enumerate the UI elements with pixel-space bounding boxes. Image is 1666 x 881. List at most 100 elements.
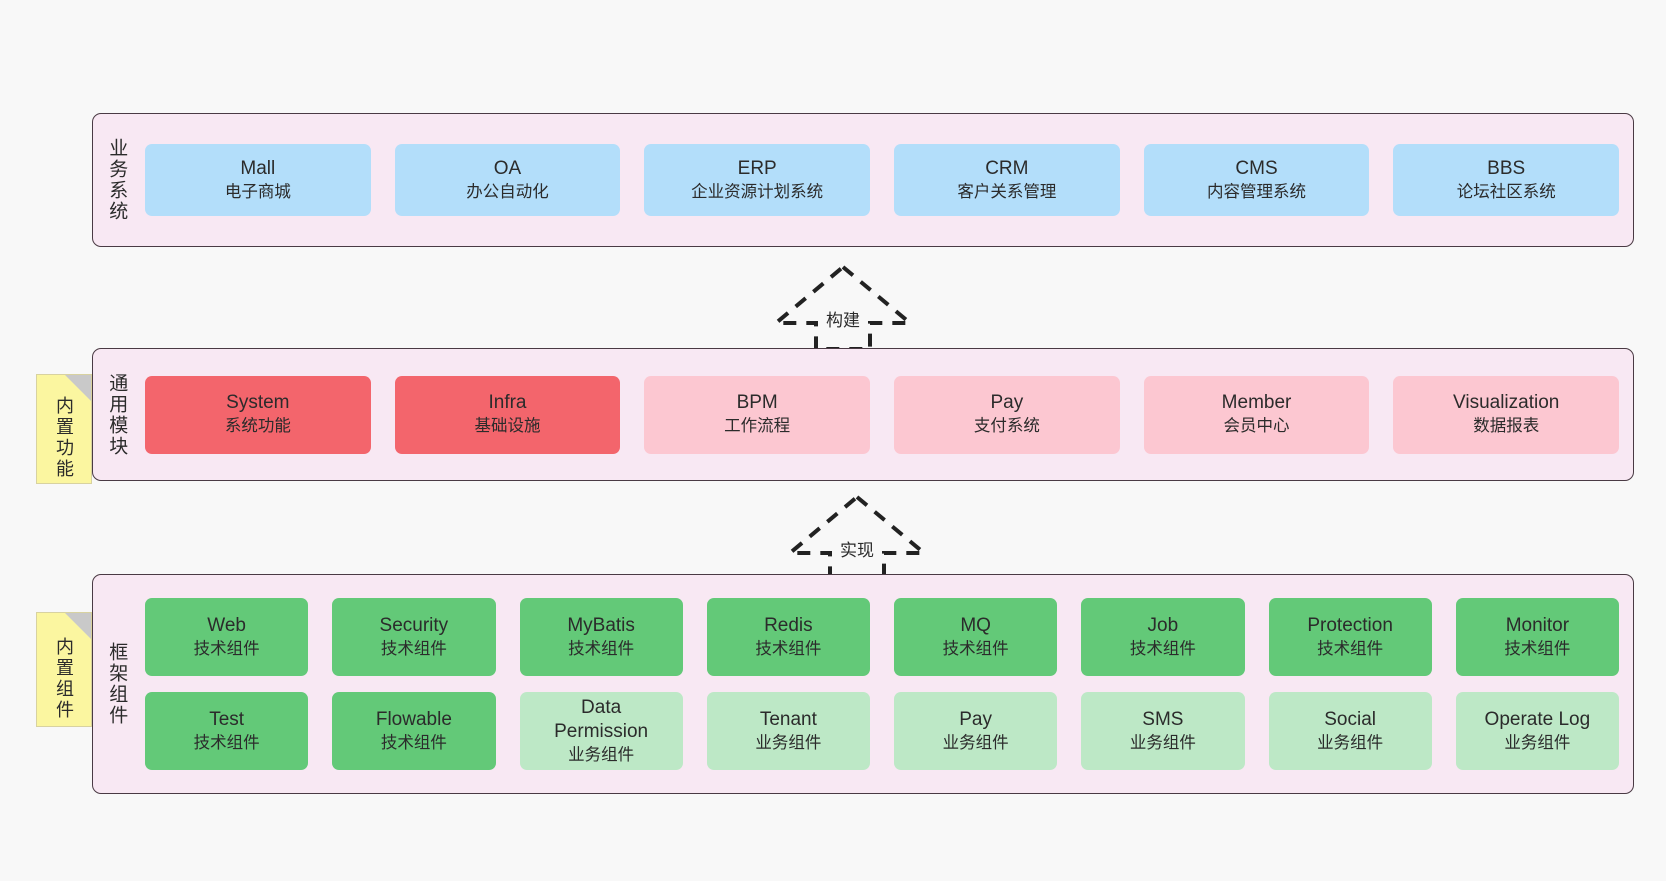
card-title: Data Permission bbox=[554, 696, 649, 743]
card-member[interactable]: Member 会员中心 bbox=[1143, 375, 1370, 454]
card-web[interactable]: Web 技术组件 bbox=[145, 598, 309, 676]
card-bbs[interactable]: BBS 论坛社区系统 bbox=[1393, 144, 1620, 216]
card-test[interactable]: Test 技术组件 bbox=[145, 692, 309, 770]
connector-implement-label: 实现 bbox=[840, 541, 874, 560]
card-title: Tenant bbox=[759, 708, 817, 730]
card-subtitle: 技术组件 bbox=[1129, 639, 1196, 658]
card-operate-log[interactable]: Operate Log 业务组件 bbox=[1455, 692, 1619, 770]
card-erp[interactable]: ERP 企业资源计划系统 bbox=[644, 144, 871, 216]
card-system[interactable]: System 系统功能 bbox=[145, 375, 371, 454]
card-title: Web bbox=[207, 614, 246, 636]
note-builtin-component: 内置组件 bbox=[36, 612, 92, 727]
card-title: Flowable bbox=[375, 708, 452, 730]
card-job[interactable]: Job 技术组件 bbox=[1081, 598, 1245, 676]
card-subtitle: 技术组件 bbox=[1317, 639, 1384, 658]
card-subtitle: 业务组件 bbox=[755, 733, 822, 752]
card-pay-component[interactable]: Pay 业务组件 bbox=[894, 692, 1058, 770]
card-row: Mall 电子商城 OA 办公自动化 ERP 企业资源计划系统 CRM 客户关系… bbox=[145, 144, 1620, 216]
card-subtitle: 业务组件 bbox=[1504, 733, 1571, 752]
card-protection[interactable]: Protection 技术组件 bbox=[1268, 598, 1432, 676]
card-subtitle: 会员中心 bbox=[1223, 417, 1290, 436]
card-title: Operate Log bbox=[1484, 708, 1591, 730]
card-subtitle: 技术组件 bbox=[1504, 639, 1571, 658]
card-title: Redis bbox=[764, 614, 813, 636]
card-subtitle: 技术组件 bbox=[755, 639, 822, 658]
card-subtitle: 电子商城 bbox=[224, 182, 291, 201]
note-fold-corner-icon bbox=[65, 375, 91, 401]
card-subtitle: 技术组件 bbox=[942, 639, 1009, 658]
card-title: MyBatis bbox=[567, 614, 635, 636]
connector-implement: 实现 bbox=[772, 492, 942, 584]
card-title: Infra bbox=[488, 392, 527, 414]
card-mybatis[interactable]: MyBatis 技术组件 bbox=[519, 598, 683, 676]
card-subtitle: 办公自动化 bbox=[466, 182, 549, 201]
card-subtitle: 业务组件 bbox=[1317, 733, 1384, 752]
card-title: Member bbox=[1221, 392, 1292, 414]
card-subtitle: 技术组件 bbox=[380, 733, 447, 752]
card-title: SMS bbox=[1142, 708, 1184, 730]
note-label: 内置功能 bbox=[54, 396, 74, 480]
card-title: Job bbox=[1147, 614, 1179, 636]
card-title: Pay bbox=[959, 708, 992, 730]
card-infra[interactable]: Infra 基础设施 bbox=[394, 375, 621, 454]
layer-business-system: 业务系统 Mall 电子商城 OA 办公自动化 ERP 企业资源计划系统 CRM… bbox=[92, 113, 1634, 247]
card-title: Test bbox=[209, 708, 245, 730]
layer-common-module: 通用模块 System 系统功能 Infra 基础设施 BPM 工作流程 Pay… bbox=[92, 348, 1634, 481]
card-visualization[interactable]: Visualization 数据报表 bbox=[1393, 375, 1620, 454]
card-subtitle: 客户关系管理 bbox=[957, 182, 1057, 201]
layer-body-common-module: System 系统功能 Infra 基础设施 BPM 工作流程 Pay 支付系统… bbox=[139, 349, 1633, 480]
card-row: Test 技术组件 Flowable 技术组件 Data Permission … bbox=[145, 692, 1619, 770]
card-bpm[interactable]: BPM 工作流程 bbox=[644, 375, 871, 454]
card-social[interactable]: Social 业务组件 bbox=[1268, 692, 1432, 770]
card-subtitle: 业务组件 bbox=[942, 733, 1009, 752]
card-subtitle: 基础设施 bbox=[474, 417, 541, 436]
card-cms[interactable]: CMS 内容管理系统 bbox=[1143, 144, 1370, 216]
layer-title-framework-component: 框架组件 bbox=[106, 642, 128, 726]
card-subtitle: 企业资源计划系统 bbox=[691, 182, 824, 201]
card-tenant[interactable]: Tenant 业务组件 bbox=[706, 692, 870, 770]
card-title: CMS bbox=[1235, 157, 1278, 179]
card-subtitle: 论坛社区系统 bbox=[1456, 182, 1556, 201]
card-flowable[interactable]: Flowable 技术组件 bbox=[332, 692, 496, 770]
note-label: 内置组件 bbox=[54, 636, 74, 721]
card-title: Monitor bbox=[1505, 614, 1570, 636]
card-monitor[interactable]: Monitor 技术组件 bbox=[1455, 598, 1619, 676]
card-title: System bbox=[226, 392, 290, 414]
card-title: Mall bbox=[240, 157, 276, 179]
connector-build: 构建 bbox=[758, 262, 928, 354]
card-title: ERP bbox=[737, 157, 777, 179]
card-subtitle: 技术组件 bbox=[568, 639, 635, 658]
card-data-permission[interactable]: Data Permission 业务组件 bbox=[519, 692, 683, 770]
card-redis[interactable]: Redis 技术组件 bbox=[706, 598, 870, 676]
card-subtitle: 技术组件 bbox=[193, 639, 260, 658]
layer-title-business-system: 业务系统 bbox=[106, 138, 128, 222]
card-mall[interactable]: Mall 电子商城 bbox=[145, 144, 371, 216]
card-title: BBS bbox=[1487, 157, 1526, 179]
card-title: Pay bbox=[990, 392, 1024, 414]
card-subtitle: 业务组件 bbox=[1129, 733, 1196, 752]
card-title: CRM bbox=[985, 157, 1029, 179]
card-subtitle: 系统功能 bbox=[224, 417, 291, 436]
card-pay[interactable]: Pay 支付系统 bbox=[894, 375, 1120, 454]
card-subtitle: 技术组件 bbox=[380, 639, 447, 658]
note-fold-corner-icon bbox=[65, 613, 91, 639]
note-builtin-function: 内置功能 bbox=[36, 374, 92, 484]
card-security[interactable]: Security 技术组件 bbox=[332, 598, 496, 676]
card-subtitle: 数据报表 bbox=[1473, 417, 1540, 436]
card-mq[interactable]: MQ 技术组件 bbox=[894, 598, 1058, 676]
card-crm[interactable]: CRM 客户关系管理 bbox=[894, 144, 1120, 216]
card-subtitle: 支付系统 bbox=[973, 417, 1040, 436]
dashed-up-arrow-icon bbox=[770, 264, 916, 351]
card-title: BPM bbox=[736, 392, 778, 414]
layer-title-common-module: 通用模块 bbox=[106, 372, 128, 457]
card-title: OA bbox=[493, 157, 522, 179]
card-sms[interactable]: SMS 业务组件 bbox=[1081, 692, 1245, 770]
card-row: Web 技术组件 Security 技术组件 MyBatis 技术组件 Redi… bbox=[145, 598, 1619, 676]
card-subtitle: 业务组件 bbox=[568, 745, 635, 764]
card-title: Security bbox=[379, 614, 449, 636]
card-oa[interactable]: OA 办公自动化 bbox=[394, 144, 621, 216]
dashed-up-arrow-icon bbox=[784, 494, 930, 581]
connector-build-label: 构建 bbox=[826, 311, 860, 330]
card-row: System 系统功能 Infra 基础设施 BPM 工作流程 Pay 支付系统… bbox=[145, 375, 1620, 454]
